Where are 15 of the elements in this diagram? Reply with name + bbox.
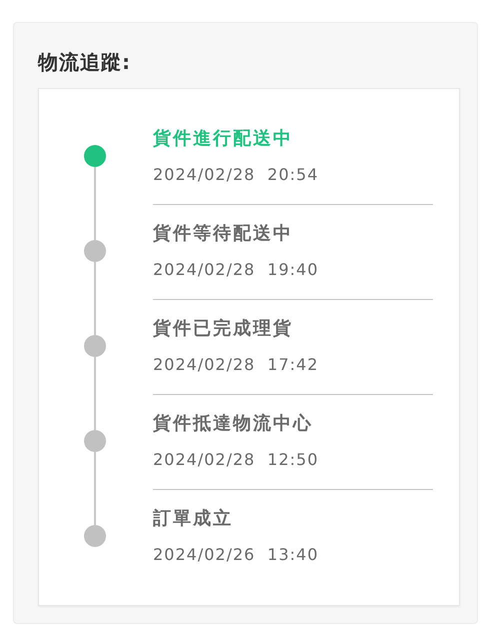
status-title: 貨件等待配送中 [153, 222, 293, 246]
timestamp: 2024/02/28 17:42 [153, 355, 318, 375]
timeline-line [94, 452, 96, 525]
status-title: 貨件抵達物流中心 [153, 412, 313, 436]
status-title: 訂單成立 [153, 507, 233, 531]
timeline-line [94, 167, 96, 240]
timestamp: 2024/02/26 13:40 [153, 545, 318, 565]
timestamp: 2024/02/28 19:40 [153, 260, 318, 280]
timeline-line [94, 262, 96, 335]
timestamp: 2024/02/28 20:54 [153, 165, 318, 185]
timestamp: 2024/02/28 12:50 [153, 450, 318, 470]
heading: 物流追蹤: [38, 49, 131, 76]
status-title: 貨件進行配送中 [153, 127, 293, 151]
timeline-line [94, 357, 96, 430]
status-title: 貨件已完成理貨 [153, 317, 293, 341]
